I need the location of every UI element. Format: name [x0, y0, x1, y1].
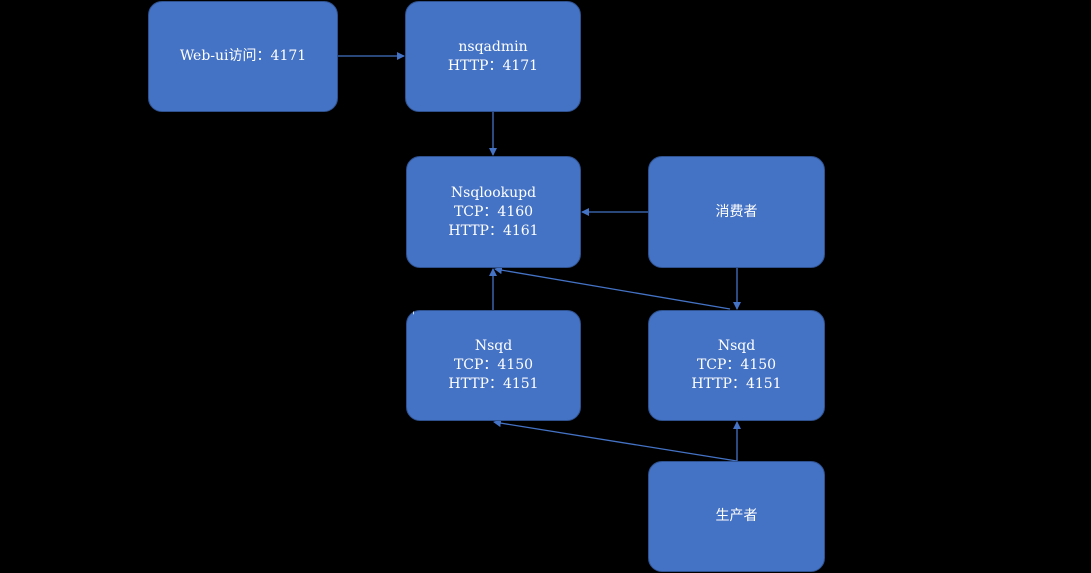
nsqd-right-tcp-port: TCP：4150	[696, 357, 777, 373]
producer-node: 生产者	[648, 461, 825, 572]
producer-label: 生产者	[715, 508, 758, 524]
edge-nsqd2-to-lookup	[494, 266, 731, 310]
nsqd-left-tcp-port: TCP：4150	[453, 357, 534, 373]
nsqd-node-right: Nsqd TCP：4150 HTTP：4151	[648, 310, 825, 421]
web-ui-label: Web-ui访问：4171	[179, 48, 307, 64]
consumer-label: 消费者	[715, 203, 758, 220]
nsqadmin-node: nsqadmin HTTP：4171	[405, 1, 581, 112]
nsqadmin-http-port: HTTP：4171	[447, 57, 539, 74]
nsqadmin-title: nsqadmin	[458, 38, 528, 55]
nsqlookupd-http-port: HTTP：4161	[448, 222, 539, 239]
nsqd-left-title: Nsqd	[474, 338, 513, 354]
nsqlookupd-title: Nsqlookupd	[450, 184, 537, 201]
nsqlookupd-node: Nsqlookupd TCP：4160 HTTP：4161	[406, 156, 581, 268]
edge-producer-to-nsqd1	[493, 419, 738, 462]
nsqd-left-http-port: HTTP：4151	[448, 376, 539, 392]
consumer-node: 消费者	[648, 156, 825, 268]
stray-mark: '	[412, 311, 415, 322]
nsqd-node-left: Nsqd TCP：4150 HTTP：4151	[406, 310, 581, 421]
nsqlookupd-tcp-port: TCP：4160	[453, 203, 534, 220]
nsqd-right-title: Nsqd	[717, 338, 756, 354]
nsqd-right-http-port: HTTP：4151	[691, 376, 782, 392]
web-ui-node: Web-ui访问：4171	[148, 1, 338, 112]
